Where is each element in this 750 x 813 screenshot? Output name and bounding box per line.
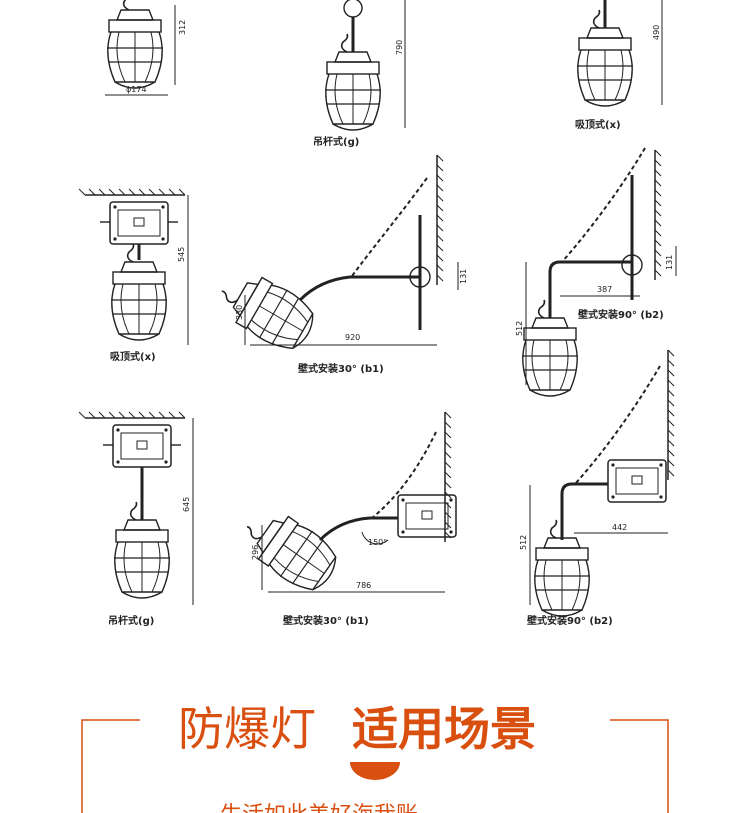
figure-pendant-top-left: 312 ϕ174 bbox=[105, 0, 187, 96]
dim-height: 512 bbox=[515, 321, 524, 336]
figure-ceiling-top-right: 490 吸顶式(x) bbox=[575, 0, 663, 131]
section-heading: 防爆灯 适用场景 生活如此美好海我账 bbox=[81, 702, 669, 813]
dim-height: 330 bbox=[235, 305, 244, 320]
caption: 壁式安装30° (b1) bbox=[298, 362, 384, 375]
caption: 壁式安装90° (b2) bbox=[578, 308, 664, 321]
dim-angle: 150° bbox=[368, 538, 387, 547]
caption: 吸顶式(x) bbox=[110, 350, 156, 363]
figure-wall90-bottom: 442 512 壁式安装90° (b2) bbox=[519, 349, 675, 627]
dim-height: 545 bbox=[177, 247, 186, 262]
caption: 吊杆式(g) bbox=[313, 135, 359, 148]
caption: 壁式安装90° (b2) bbox=[527, 614, 613, 627]
dim-box: 131 bbox=[459, 269, 468, 284]
figure-wall30-mid: 131 920 330 壁式安装30° (b1) bbox=[209, 154, 468, 375]
dim-box: 131 bbox=[665, 255, 674, 270]
caption: 壁式安装30° (b1) bbox=[283, 614, 369, 627]
dim-height: 296 bbox=[251, 545, 260, 560]
orange-semicircle-icon bbox=[350, 762, 400, 780]
dim-width: 387 bbox=[597, 285, 612, 294]
dim-height: 312 bbox=[178, 20, 187, 35]
figure-wall90-mid: 131 387 512 壁式安装90° (b2) bbox=[515, 147, 677, 397]
figure-pendant-rod-bottom: 645 吊杆式(g) bbox=[78, 411, 194, 627]
dim-width: 442 bbox=[612, 523, 627, 532]
caption: 吸顶式(x) bbox=[575, 118, 621, 131]
heading-subtitle: 生活如此美好海我账 bbox=[220, 803, 418, 813]
dim-width: 920 bbox=[345, 333, 360, 342]
dim-height: 490 bbox=[652, 25, 661, 40]
dim-diameter: ϕ174 bbox=[126, 85, 147, 94]
heading-part1: 防爆灯 bbox=[178, 702, 316, 756]
heading-part2: 适用场景 bbox=[352, 702, 536, 756]
figure-ceiling-mid-left: 545 吸顶式(x) bbox=[78, 188, 189, 363]
figure-pendant-rod-top: 790 吊杆式(g) bbox=[313, 0, 406, 148]
dim-height: 645 bbox=[182, 497, 191, 512]
dim-width: 786 bbox=[356, 581, 371, 590]
caption: 吊杆式(g) bbox=[108, 614, 154, 627]
dim-height: 790 bbox=[395, 40, 404, 55]
dim-height: 512 bbox=[519, 535, 528, 550]
figure-wall30-bottom: 150° 786 296 壁式安装30° (b1) bbox=[233, 411, 457, 627]
